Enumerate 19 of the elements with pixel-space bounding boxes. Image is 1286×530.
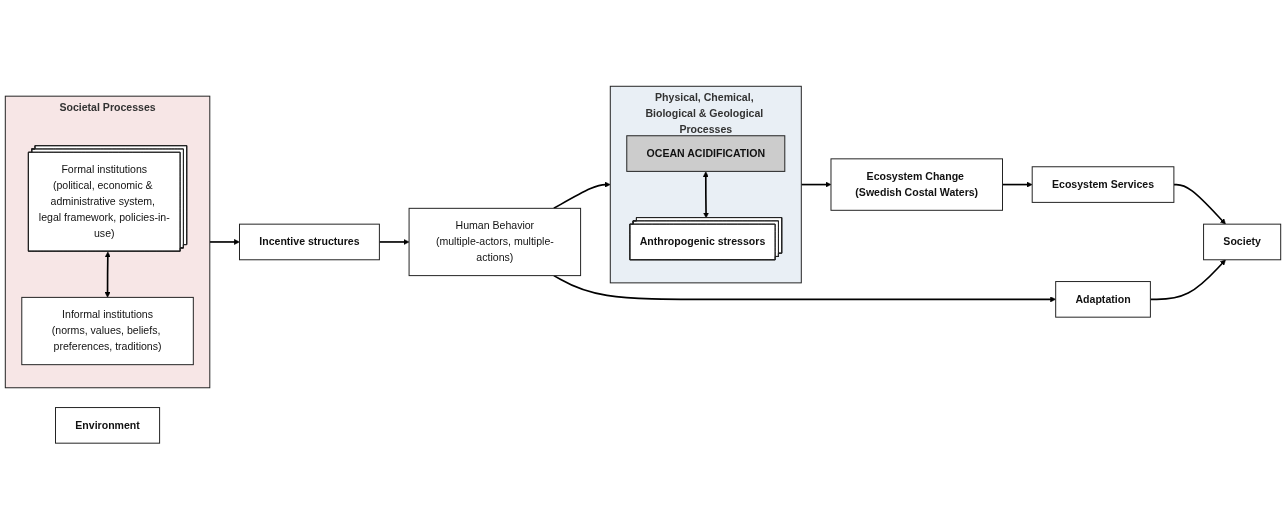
arrow	[378, 239, 410, 246]
node-box: Human Behavior (multiple-actors, multiple-actions)	[408, 208, 582, 277]
arrow	[553, 181, 611, 210]
node-box: Ecosystem Change (Swedish Costal Waters)	[830, 158, 1003, 212]
node-box: Incentive structures	[239, 223, 380, 261]
node-box: Adaptation	[1055, 281, 1151, 318]
arrow	[1173, 184, 1226, 225]
arrow	[208, 239, 240, 246]
node-box: Informal institutions (norms, values, beliefs, preferences, traditions)	[21, 297, 194, 366]
arrow	[1001, 181, 1033, 188]
node-box: Society	[1203, 223, 1282, 261]
node-box: Ecosystem Services	[1031, 166, 1175, 204]
arrow	[1149, 259, 1226, 301]
arrow	[800, 181, 832, 188]
arrow	[702, 171, 709, 219]
node-box: Environment	[55, 407, 161, 444]
arrow	[104, 251, 111, 298]
node-box: OCEAN ACIDIFICATION	[626, 135, 786, 173]
arrow	[553, 275, 1056, 303]
